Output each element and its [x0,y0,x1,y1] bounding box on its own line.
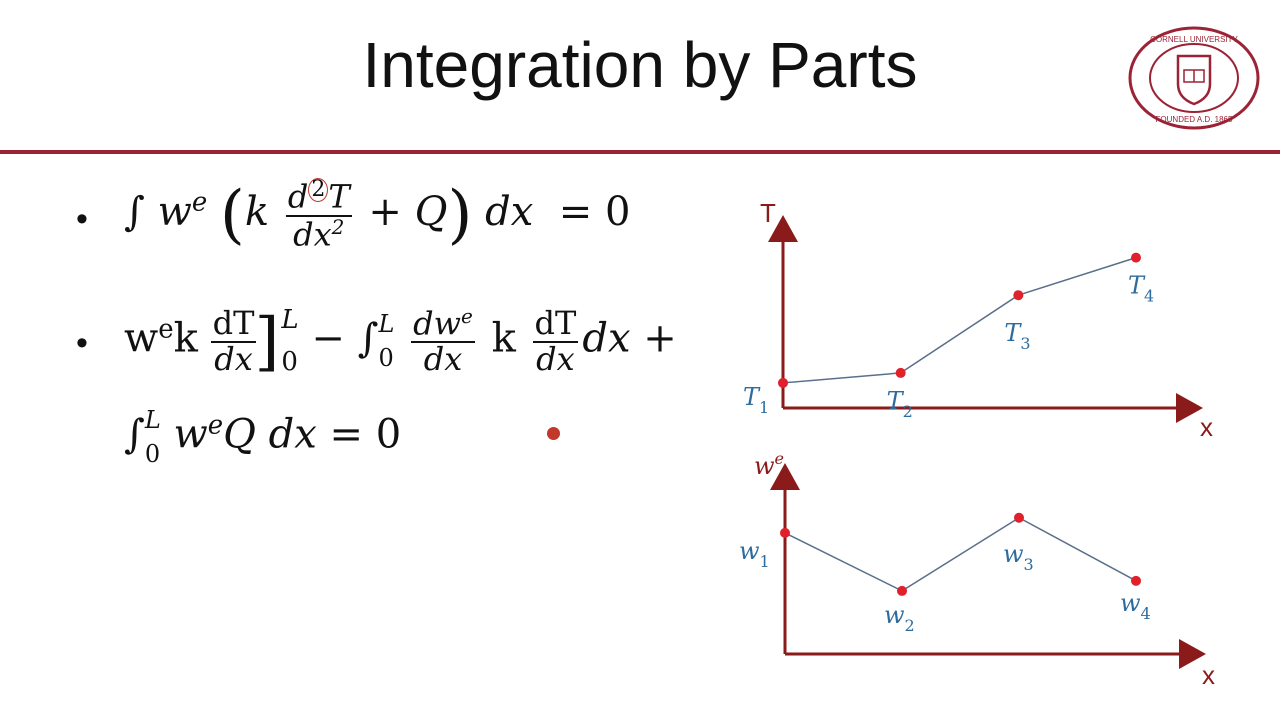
zero: 0 [375,411,402,458]
temperature-point-label-3: T3 [1004,319,1030,353]
circled-exponent: 2 [308,178,329,203]
lower-limit: 0 [281,346,298,377]
denominator-dx: dx [293,215,332,254]
plus-sign: + [368,189,402,235]
temperature-x-label: x [1200,412,1213,442]
integral-lower: 0 [378,343,394,372]
laser-pointer-dot [547,427,560,440]
weight-point-2 [897,585,907,596]
weight-w: w [157,189,192,235]
bullet-1: • [76,200,88,238]
integral-sign: ∫ [124,189,145,235]
equals-sign: = [558,189,593,235]
numerator-dw: dw [413,304,461,343]
weight-point-label-2: w2 [884,601,915,635]
first-derivative-fraction: dT dx [210,304,257,378]
temperature-y-label: T [760,198,776,228]
temperature-point-label-1: T1 [743,383,769,417]
weight-derivative-fraction: dwe dx [411,306,475,377]
weight-points: w1 w2 w3 w4 [739,512,1151,635]
weight-y-label-sup: e [775,449,784,468]
weight-superscript: e [158,314,174,345]
weight-point-4 [1131,575,1141,586]
weight-w: w [173,411,208,458]
temperature-point-1 [778,377,788,388]
numerator-t: T [328,177,350,216]
weight-superscript: e [207,410,224,441]
evaluation-bracket: ] [254,304,280,379]
fraction-numerator: dwe [411,304,475,344]
numerator-d: d [287,177,309,216]
source-q: Q [414,189,448,235]
title-divider [0,150,1280,154]
conductivity-k: k [173,315,198,362]
weight-point-label-4: w4 [1120,589,1151,623]
weight-superscript: e [191,187,208,218]
integral-sign: ∫ [124,411,145,458]
university-seal-icon: CORNELL UNIVERSITY FOUNDED A.D. 1865 [1128,26,1260,130]
differential-dx: dx [268,411,317,458]
fraction-numerator: dT [210,304,257,343]
weight-point-3 [1014,512,1024,523]
differential-dx: dx [582,315,631,362]
conductivity-k: k [491,315,516,362]
fraction-denominator: dx [536,339,575,378]
temperature-point-4 [1131,252,1141,263]
close-paren: ) [447,178,473,252]
numerator-superscript: e [461,304,473,329]
slide-title: Integration by Parts [362,29,918,101]
fraction-numerator: dT [532,304,579,343]
temperature-point-label-4: T4 [1128,272,1154,306]
integral-upper: L [378,310,395,338]
fraction-denominator: dx [423,340,463,379]
bullet-2: • [76,324,88,362]
weight-series-line [784,516,1137,592]
open-paren: ( [219,178,245,252]
conductivity-k: k [244,189,270,235]
temperature-point-3 [1013,290,1024,301]
integral-sign: ∫ [357,315,379,362]
weight-w: w [124,315,159,362]
temperature-series-line [782,256,1137,384]
minus-sign: − [311,315,345,362]
equals-sign: = [329,411,364,458]
denominator-exponent: 2 [331,214,345,239]
temperature-point-label-2: T2 [887,387,913,421]
integral-upper: L [144,406,161,434]
weight-point-label-3: w3 [1003,540,1034,574]
fraction-denominator: dx2 [286,214,352,254]
differential-dx: dx [485,189,534,235]
weight-y-label-base: w [754,452,775,480]
temperature-point-2 [895,367,906,378]
plus-sign: + [643,315,677,362]
weight-x-label: x [1202,660,1215,690]
zero: 0 [604,189,631,235]
temperature-points: T1 T2 T3 T4 [743,252,1154,421]
temperature-derivative-fraction: dT dx [532,304,579,378]
upper-limit: L [281,305,299,335]
weight-y-label: we [754,449,784,480]
source-q: Q [223,411,256,458]
svg-text:FOUNDED A.D. 1865: FOUNDED A.D. 1865 [1156,115,1233,124]
weight-point-label-1: w1 [739,537,770,571]
weight-point-1 [780,527,790,538]
svg-text:CORNELL UNIVERSITY: CORNELL UNIVERSITY [1150,35,1238,44]
fraction-denominator: dx [214,339,253,378]
integral-lower: 0 [144,439,161,468]
